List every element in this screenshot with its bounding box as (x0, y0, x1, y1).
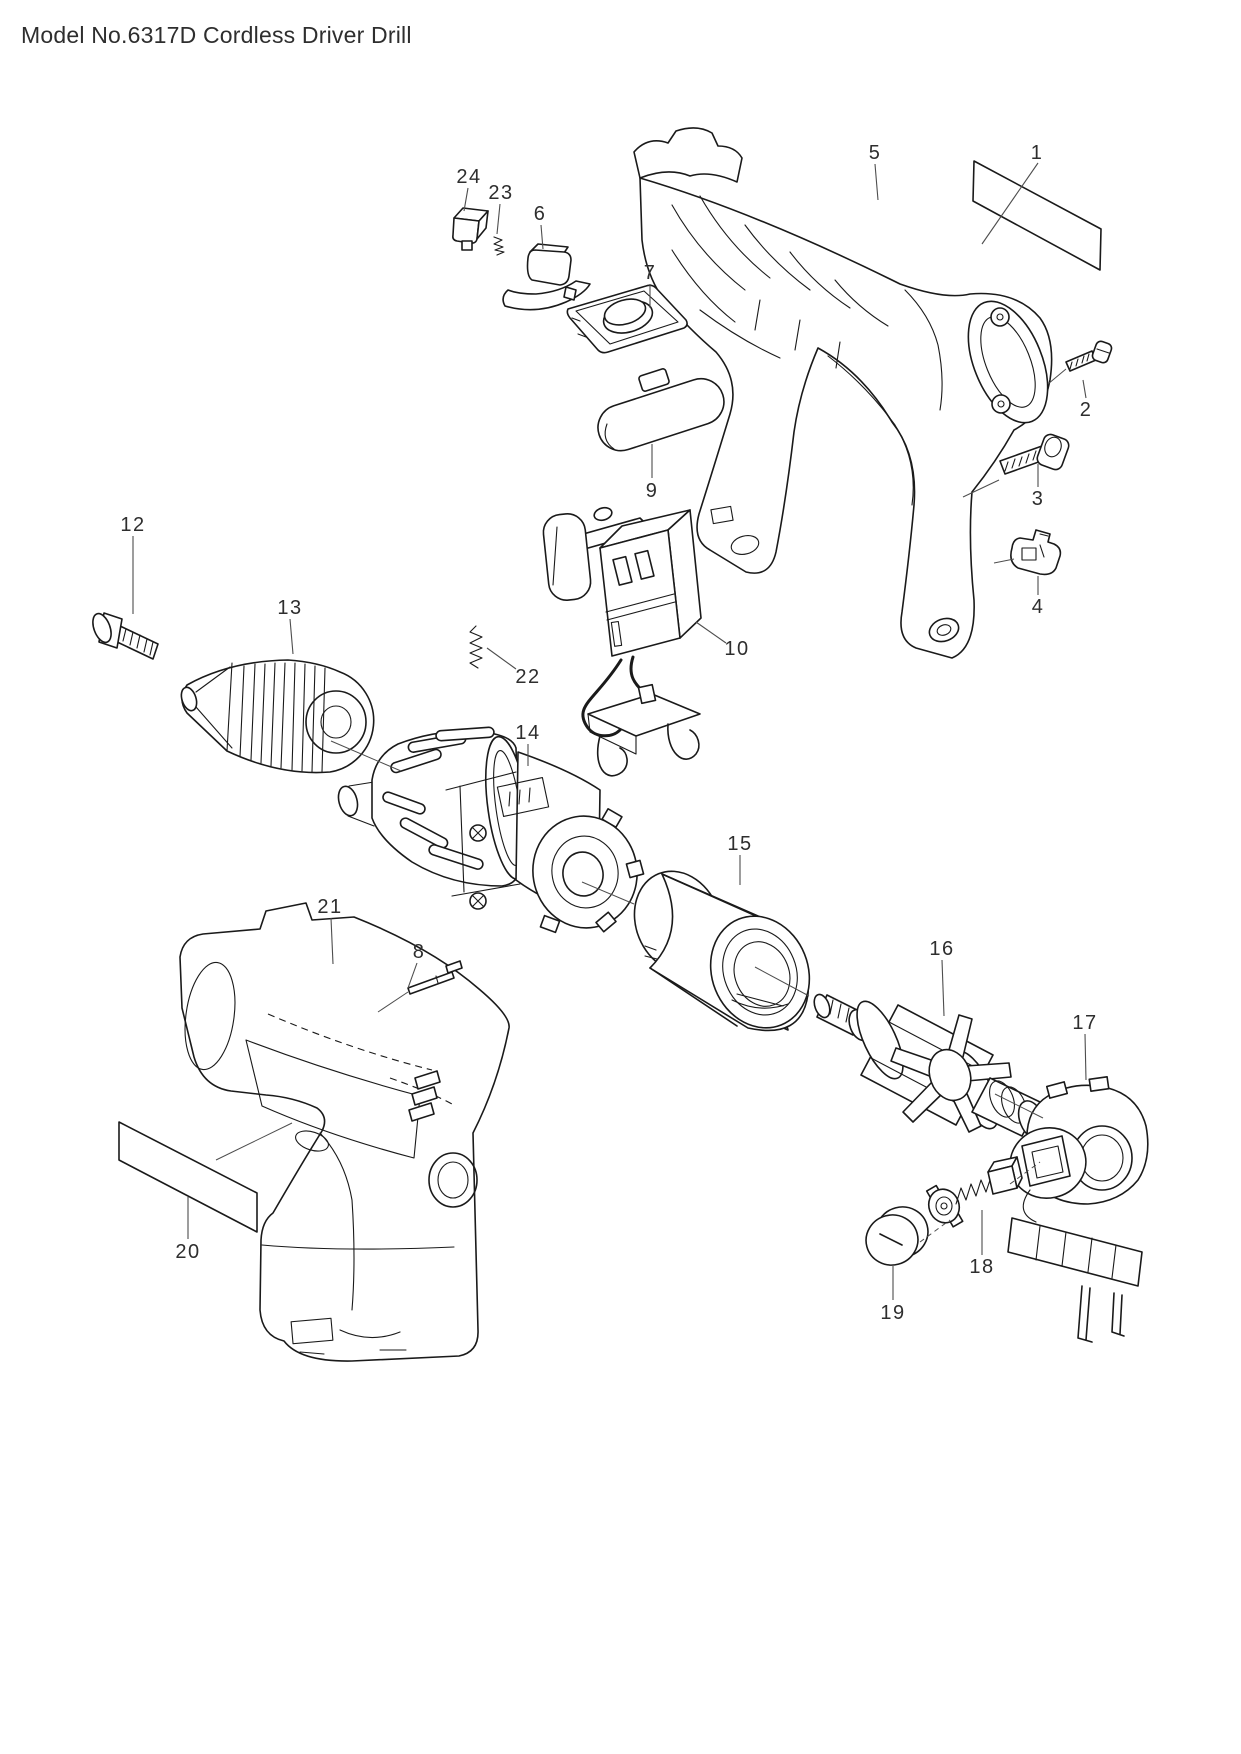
part-callout-23: 23 (488, 182, 513, 204)
part-15-motor-yoke (633, 870, 811, 1032)
part-callout-3: 3 (1032, 488, 1045, 510)
assembly-connector-lines (215, 368, 1067, 1243)
part-callout-17: 17 (1072, 1012, 1097, 1034)
part-17-brush-holder (1007, 1076, 1149, 1343)
part-callout-9: 9 (646, 480, 659, 502)
part-callout-12: 12 (120, 514, 145, 536)
part-callout-16: 16 (929, 938, 954, 960)
leader-line-17 (1084, 1033, 1087, 1081)
part-2-screw (1065, 340, 1113, 372)
part-callout-2: 2 (1080, 399, 1093, 421)
leader-line-1 (981, 162, 1039, 245)
part-callout-19: 19 (880, 1302, 905, 1324)
leader-line-16 (941, 959, 945, 1017)
part-12-screw (92, 612, 159, 660)
leader-line-6 (540, 224, 544, 250)
part-4-clip-nut (1010, 529, 1062, 576)
part-callout-6: 6 (534, 203, 547, 225)
leader-line-24 (463, 187, 469, 212)
part-22-spring (469, 625, 483, 669)
leader-line-5 (874, 163, 879, 201)
part-callout-10: 10 (724, 638, 749, 660)
part-7-switch-plate (566, 284, 688, 354)
part-16-armature (813, 993, 1055, 1140)
part-20-label-sticker (118, 1121, 258, 1233)
part-24-button (452, 207, 489, 251)
part-callout-4: 4 (1032, 596, 1045, 618)
page-title: Model No.6317D Cordless Driver Drill (21, 22, 412, 48)
leader-line-21 (330, 917, 334, 965)
leader-line-22 (486, 647, 517, 670)
part-1-nameplate-sticker (972, 160, 1102, 271)
part-8-pin (407, 960, 463, 995)
part-callout-18: 18 (969, 1256, 994, 1278)
part-6-lock-lever (502, 243, 591, 311)
part-19-brush-cap (865, 1206, 929, 1266)
part-callout-13: 13 (277, 597, 302, 619)
part-9-cylinder (597, 368, 725, 452)
part-3-screw (999, 433, 1070, 475)
part-14-gear-assembly (337, 726, 645, 934)
part-callout-20: 20 (175, 1241, 200, 1263)
part-callout-1: 1 (1031, 142, 1044, 164)
part-callout-21: 21 (317, 896, 342, 918)
part-callout-24: 24 (456, 166, 481, 188)
part-10-switch-assembly (542, 506, 702, 777)
leader-line-2 (1082, 379, 1087, 399)
part-callout-14: 14 (515, 722, 540, 744)
part-5-housing-right (633, 127, 1053, 659)
part-21-housing-left (179, 902, 510, 1362)
part-callout-15: 15 (727, 833, 752, 855)
leader-line-23 (496, 203, 501, 235)
part-13-drill-chuck (180, 659, 375, 774)
part-18-carbon-brush (925, 1156, 1023, 1228)
leader-line-10 (695, 621, 727, 644)
part-23-spring (493, 236, 505, 256)
leader-line-8 (407, 962, 418, 989)
part-callout-7: 7 (644, 262, 657, 284)
leader-line-13 (289, 618, 294, 655)
part-callout-8: 8 (413, 941, 426, 963)
part-callout-22: 22 (515, 666, 540, 688)
part-callout-5: 5 (869, 142, 882, 164)
